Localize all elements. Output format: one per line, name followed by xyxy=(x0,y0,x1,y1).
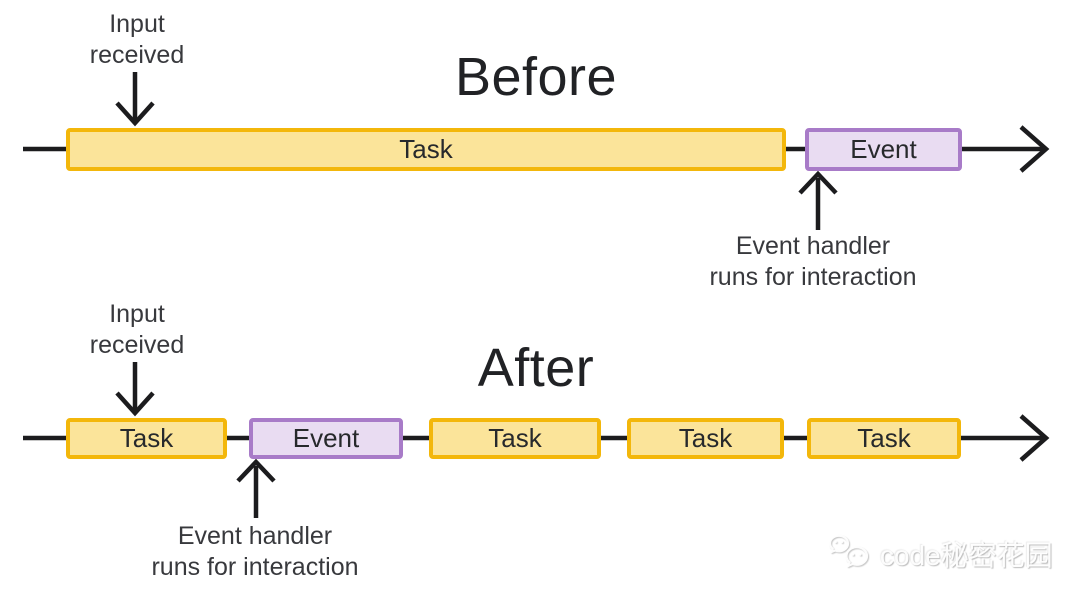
event-label: Event xyxy=(850,134,917,164)
before-title: Before xyxy=(454,47,618,107)
wechat-icon xyxy=(828,534,869,568)
watermark-text: code秘密花园 xyxy=(880,540,1053,571)
after-task-box-4: Task xyxy=(807,418,961,459)
annotation-line: runs for interaction xyxy=(151,553,359,581)
after-handler-arrow xyxy=(236,458,276,518)
event-label: Event xyxy=(292,423,360,453)
task-label: Task xyxy=(488,423,542,453)
annotation-line: Event handler xyxy=(735,232,891,260)
after-input-annotation: Input received xyxy=(90,299,185,361)
after-task-box-1: Task xyxy=(66,418,227,459)
before-handler-annotation: Event handler runs for interaction xyxy=(709,231,916,293)
task-label: Task xyxy=(399,134,453,164)
after-event-box: Event xyxy=(249,418,403,459)
before-handler-arrow xyxy=(798,170,838,230)
after-task-box-3: Task xyxy=(627,418,784,459)
before-input-arrow xyxy=(115,72,155,127)
annotation-line: Input xyxy=(109,300,165,328)
task-label: Task xyxy=(119,423,174,453)
annotation-line: received xyxy=(89,331,185,359)
after-title: After xyxy=(477,338,595,398)
after-input-arrow xyxy=(115,362,155,417)
before-task-box: Task xyxy=(66,128,786,171)
after-handler-annotation: Event handler runs for interaction xyxy=(151,521,358,583)
task-label: Task xyxy=(678,423,733,453)
annotation-line: received xyxy=(89,41,185,69)
before-event-box: Event xyxy=(805,128,962,171)
annotation-line: Input xyxy=(109,10,165,38)
annotation-line: runs for interaction xyxy=(709,263,917,291)
after-task-box-2: Task xyxy=(429,418,601,459)
before-input-annotation: Input received xyxy=(90,9,185,71)
annotation-line: Event handler xyxy=(177,522,333,550)
task-label: Task xyxy=(857,423,911,453)
watermark: code秘密花园 xyxy=(826,530,1053,578)
